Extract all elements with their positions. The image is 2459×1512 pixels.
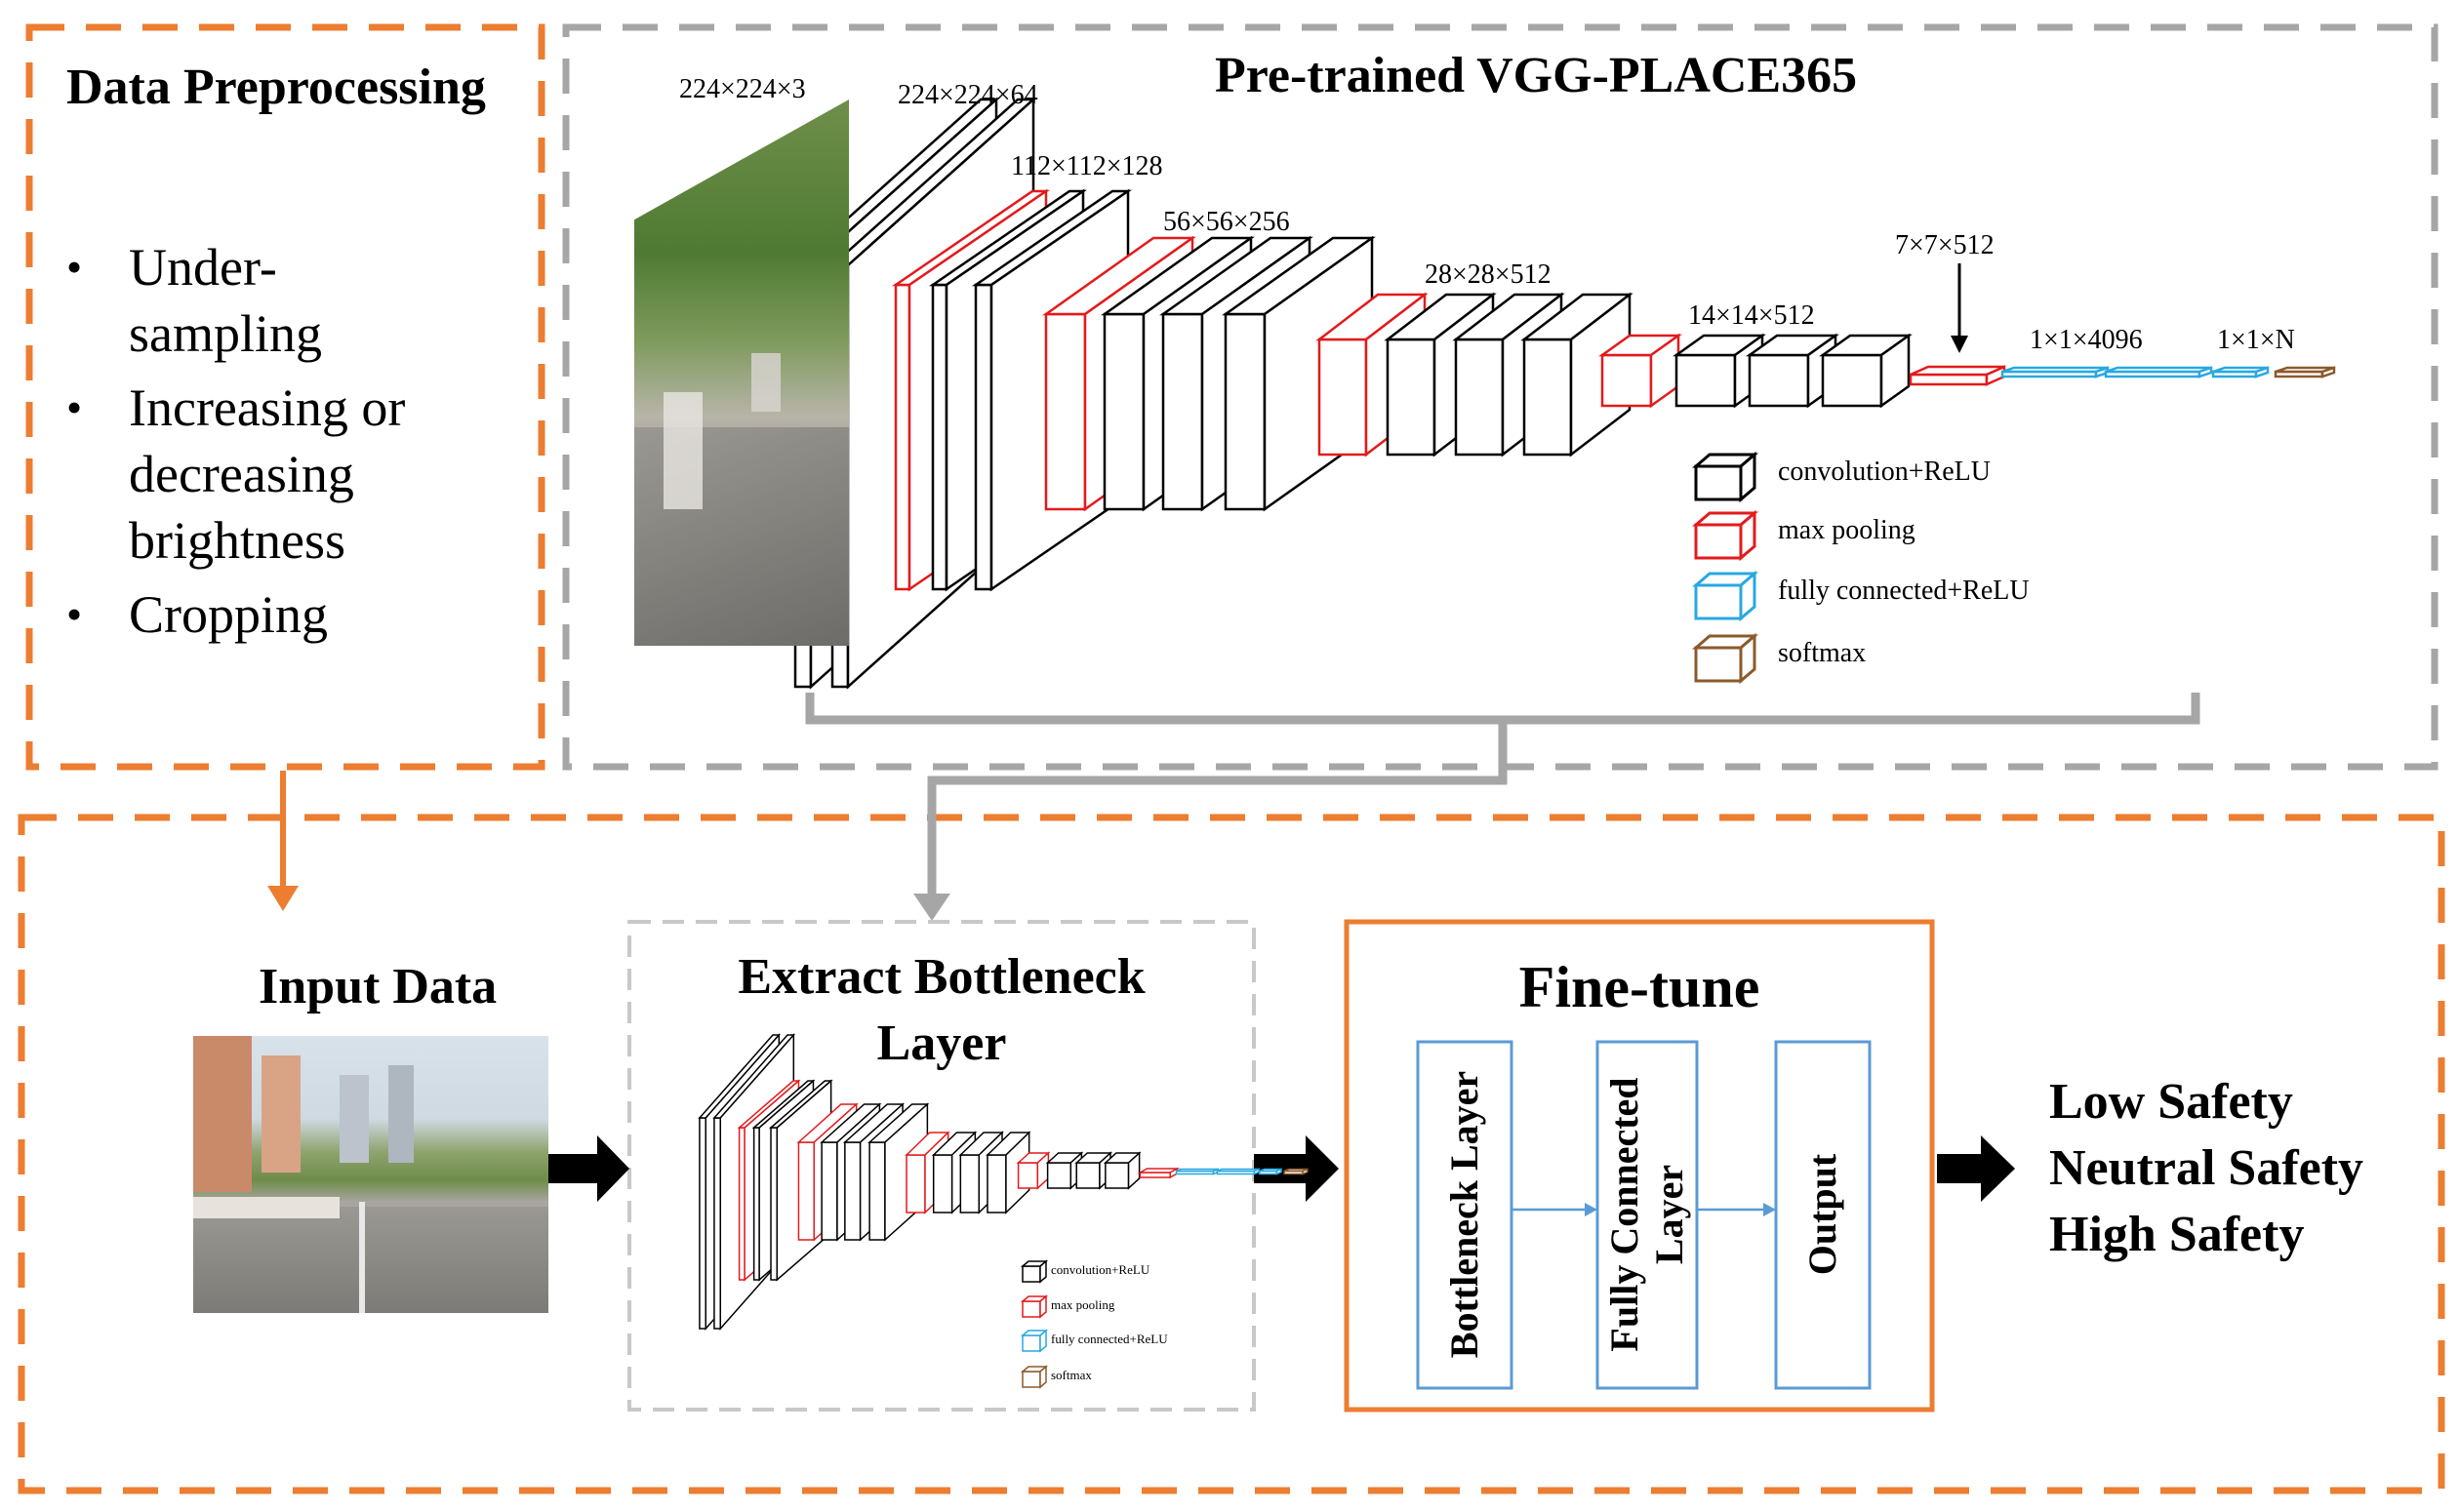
- input-data-photo: [193, 1036, 548, 1313]
- dim-14x14x512: 14×14×512: [1688, 300, 1815, 331]
- dim-28x28x512: 28×28×512: [1425, 259, 1552, 290]
- dim-112x112x128: 112×112×128: [1011, 151, 1163, 181]
- arrow-input-to-extract: [548, 1135, 629, 1202]
- finetune-frame: [1344, 919, 1935, 1413]
- vgg-block-20: [2104, 366, 2213, 378]
- vgg-legend-icons: [1691, 451, 1759, 685]
- dim-1x1x4096: 1×1×4096: [2030, 325, 2143, 355]
- mini-block-14: [1016, 1151, 1051, 1190]
- mini-legend-fc: fully connected+ReLU: [1051, 1332, 1168, 1346]
- dim-224x224x3: 224×224×3: [679, 74, 806, 104]
- preprocessing-title: Data Preprocessing: [66, 60, 486, 115]
- vgg-block-13: [1520, 292, 1633, 458]
- mini-block-21: [1259, 1168, 1282, 1175]
- bottleneck-layer-box: [1416, 1040, 1513, 1390]
- dim-56x56x256: 56×56×256: [1163, 207, 1290, 237]
- vgg-network: [791, 97, 2336, 690]
- vgg-brace: [805, 693, 2200, 736]
- class-low-safety: Low Safety: [2049, 1074, 2293, 1130]
- extract-title: Extract Bottleneck Layer: [738, 949, 1146, 1071]
- preprocessing-list: Under- sampling Increasing or decreasing…: [60, 234, 529, 656]
- mini-legend-icon-4: [1020, 1365, 1049, 1389]
- bullet-brightness: Increasing or decreasing brightness: [60, 375, 529, 574]
- legend-icon-1: [1691, 451, 1759, 503]
- vgg-block-18: [1909, 365, 2006, 386]
- legend-label-maxpool: max pooling: [1778, 515, 1915, 545]
- vgg-block-22: [2274, 366, 2336, 378]
- arrow-preprocess-to-input: [267, 771, 299, 911]
- vgg-block-14: [1598, 333, 1682, 409]
- pipeline-frame: [18, 814, 2445, 1494]
- mini-block-20: [1216, 1168, 1260, 1175]
- finetune-title: Fine-tune: [1518, 955, 1760, 1019]
- mini-block-19: [1175, 1168, 1219, 1175]
- bullet-undersampling: Under- sampling: [60, 234, 529, 367]
- class-neutral-safety: Neutral Safety: [2049, 1140, 2364, 1196]
- pointer-arrow-7x7: [1951, 263, 1968, 353]
- fully-connected-layer-label: Fully Connected Layer: [1602, 1077, 1691, 1352]
- dim-224x224x64: 224×224×64: [898, 80, 1038, 110]
- legend-icon-2: [1691, 509, 1759, 562]
- legend-label-conv: convolution+ReLU: [1778, 457, 1991, 487]
- mini-legend-icon-3: [1020, 1329, 1049, 1353]
- mini-legend-icons: [1020, 1259, 1049, 1389]
- arrow-fc-to-output: [1698, 1203, 1776, 1216]
- legend-label-fc: fully connected+ReLU: [1778, 576, 2030, 606]
- fully-connected-layer-box: [1595, 1040, 1699, 1390]
- legend-label-softmax: softmax: [1778, 638, 1867, 668]
- output-label: Output: [1800, 1153, 1844, 1276]
- mini-legend-conv: convolution+ReLU: [1051, 1262, 1150, 1277]
- output-box: [1774, 1040, 1872, 1390]
- mini-block-18: [1137, 1167, 1181, 1179]
- bottleneck-layer-label: Bottleneck Layer: [1442, 1070, 1486, 1359]
- arrow-finetune-to-classes: [1937, 1135, 2015, 1202]
- mini-block-22: [1283, 1168, 1309, 1175]
- mini-block-13: [986, 1131, 1031, 1214]
- legend-icon-3: [1691, 570, 1759, 622]
- extract-mini-network: [698, 1033, 1309, 1331]
- dim-7x7x512: 7×7×512: [1895, 230, 1995, 260]
- bullet-cropping: Cropping: [60, 581, 529, 648]
- dim-1x1xN: 1×1×N: [2217, 325, 2295, 355]
- mini-legend-softmax: softmax: [1051, 1368, 1092, 1382]
- mini-legend-icon-2: [1020, 1294, 1049, 1319]
- class-high-safety: High Safety: [2049, 1207, 2305, 1262]
- vgg-block-17: [1819, 333, 1913, 409]
- mini-block-17: [1103, 1151, 1142, 1190]
- mini-legend-maxpool: max pooling: [1051, 1297, 1115, 1312]
- legend-icon-4: [1691, 632, 1759, 685]
- vgg-input-photo: [634, 99, 849, 646]
- mini-legend-icon-1: [1020, 1259, 1049, 1284]
- vgg-block-19: [2000, 366, 2110, 378]
- arrow-bottleneck-to-fc: [1512, 1203, 1597, 1216]
- vgg-title: Pre-trained VGG-PLACE365: [1215, 48, 1858, 103]
- arrow-vgg-to-extract: [913, 736, 1508, 921]
- vgg-block-21: [2211, 366, 2270, 378]
- preprocessing-frame: [25, 23, 545, 771]
- input-data-title: Input Data: [259, 959, 498, 1015]
